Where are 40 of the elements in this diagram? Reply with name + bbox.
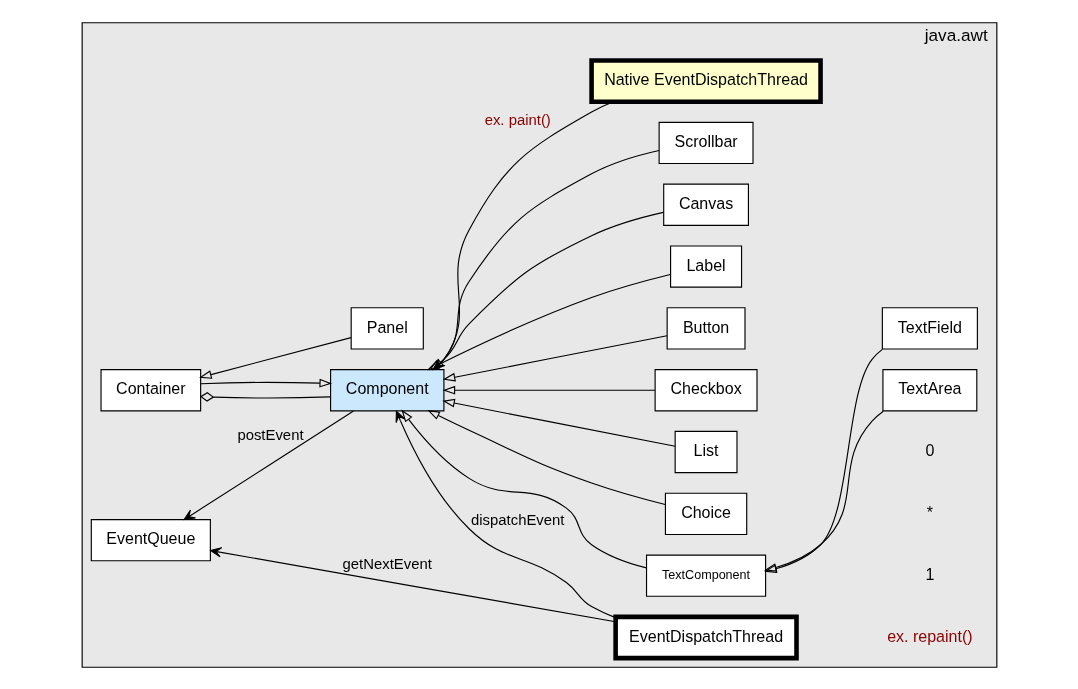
node-box: Component (329, 368, 444, 411)
arrow (431, 149, 660, 371)
node-box: List (674, 430, 738, 473)
label: 0 (924, 440, 934, 459)
arrow (209, 546, 616, 622)
label: ex. repaint() (886, 626, 973, 645)
connector (199, 391, 331, 402)
label: 1 (924, 564, 934, 583)
node-box: TextField (881, 306, 978, 350)
arrow (763, 348, 883, 573)
node-box: Checkbox (654, 368, 758, 411)
arrow (441, 398, 676, 447)
node-box: Scrollbar (658, 121, 754, 164)
node-box: TextComponent (645, 554, 766, 597)
edge-label: ex. paint() (484, 111, 551, 128)
node-box: TextArea (881, 368, 977, 411)
node-box: Button (666, 306, 746, 350)
arrow (763, 410, 884, 572)
arrow (428, 211, 664, 371)
arrow (400, 409, 647, 568)
edge-label: postEvent (236, 426, 304, 443)
edge-label: dispatchEvent (470, 511, 564, 528)
arrow (426, 273, 671, 370)
arrow (395, 410, 616, 618)
node-box: Label (669, 244, 742, 288)
node-box: EventQueue (90, 518, 211, 561)
label: * (926, 502, 933, 521)
arrow (426, 409, 666, 505)
node-box: Panel (350, 306, 424, 350)
node-box: Canvas (662, 183, 749, 226)
arrow (199, 378, 332, 388)
node-box: Native EventDispatchThread (588, 57, 823, 104)
arrow (442, 385, 656, 395)
node-box: EventDispatchThread (612, 614, 799, 660)
edge-label: getNextEvent (342, 555, 432, 572)
node-box: Container (99, 368, 201, 411)
node-box: Choice (664, 492, 747, 535)
arrow (183, 410, 354, 520)
arrow (442, 334, 668, 381)
arrow (198, 336, 352, 379)
